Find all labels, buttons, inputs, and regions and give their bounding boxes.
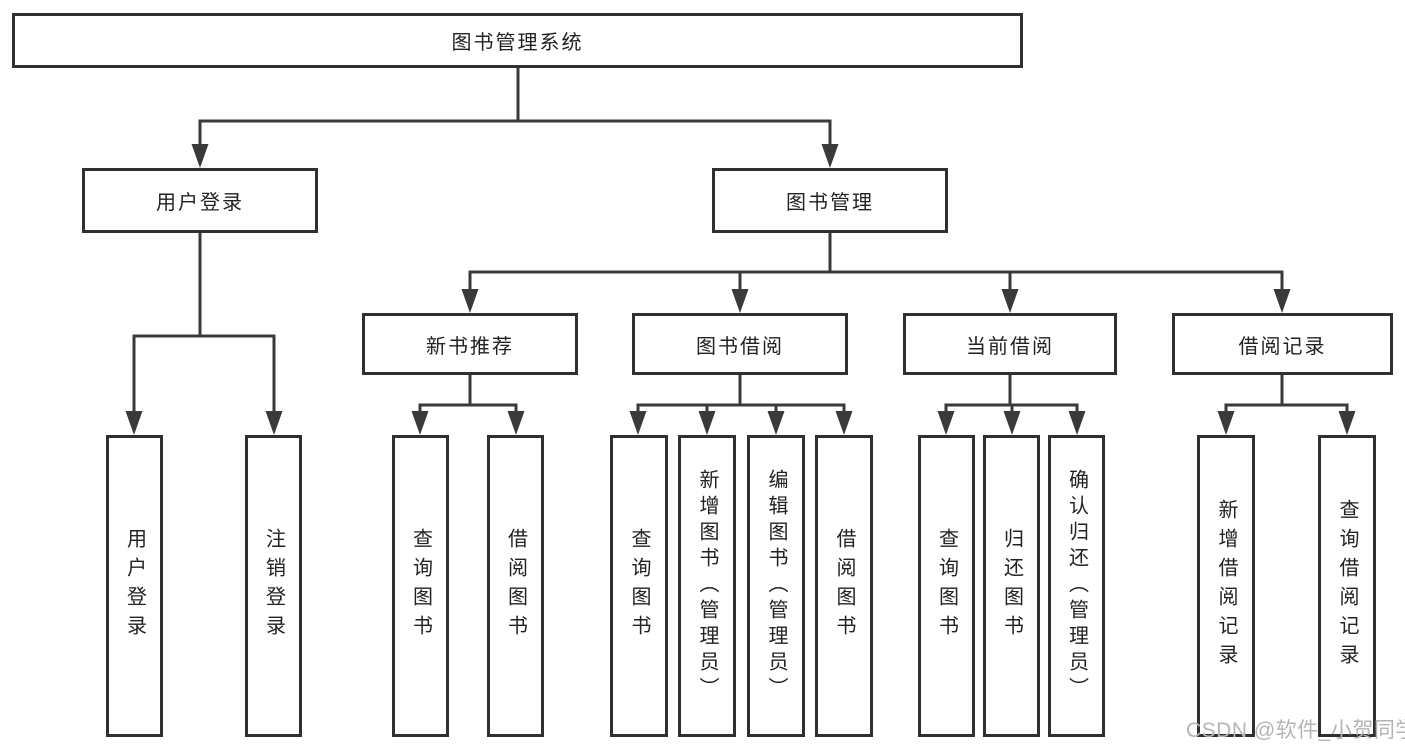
- connector-book-borrow-to-leaves: [629, 373, 853, 435]
- leaf-user-login-label: 用户登录: [123, 528, 146, 644]
- leaf-query-books-borrow: 查询图书: [610, 435, 668, 737]
- leaf-add-books-admin: 新增图书（管理员）: [678, 435, 736, 737]
- watermark: CSDN @软件_小贺同学: [1186, 719, 1405, 742]
- node-user-login-label: 用户登录: [156, 192, 244, 214]
- node-borrow-records: 借阅记录: [1172, 313, 1393, 375]
- leaf-query-borrow-record: 查询借阅记录: [1318, 435, 1376, 737]
- leaf-confirm-return-admin: 确认归还（管理员）: [1048, 435, 1105, 737]
- leaf-query-books-current: 查询图书: [918, 435, 975, 737]
- connector-book-management-to-level3: [461, 231, 1291, 313]
- node-book-management: 图书管理: [712, 168, 948, 233]
- node-user-login: 用户登录: [82, 168, 318, 233]
- leaf-query-books-recommend-label: 查询图书: [409, 528, 432, 644]
- leaf-query-books-recommend: 查询图书: [392, 435, 449, 737]
- connector-borrow-records-to-leaves: [1217, 373, 1356, 435]
- node-library-system: 图书管理系统: [12, 13, 1023, 68]
- node-new-book-recommend: 新书推荐: [362, 313, 578, 375]
- leaf-confirm-return-admin-label: 确认归还（管理员）: [1065, 469, 1088, 703]
- node-library-system-label: 图书管理系统: [451, 32, 584, 54]
- node-new-book-recommend-label: 新书推荐: [426, 335, 514, 358]
- leaf-edit-books-admin-label: 编辑图书（管理员）: [765, 469, 787, 703]
- leaf-query-borrow-record-label: 查询借阅记录: [1336, 499, 1358, 673]
- leaf-add-borrow-record-label: 新增借阅记录: [1215, 499, 1237, 673]
- node-borrow-records-label: 借阅记录: [1238, 335, 1327, 358]
- connector-user-login-to-leaves: [125, 231, 283, 435]
- leaf-borrow-books-recommend: 借阅图书: [487, 435, 544, 737]
- node-book-management-label: 图书管理: [786, 192, 874, 214]
- node-current-borrow: 当前借阅: [903, 313, 1117, 375]
- node-book-borrow: 图书借阅: [632, 313, 848, 375]
- leaf-logout: 注销登录: [245, 435, 302, 737]
- leaf-add-books-admin-label: 新增图书（管理员）: [696, 469, 718, 703]
- leaf-return-books: 归还图书: [983, 435, 1040, 737]
- leaf-return-books-label: 归还图书: [1000, 528, 1023, 644]
- leaf-borrow-books: 借阅图书: [815, 435, 873, 737]
- connector-current-borrow-to-leaves: [937, 373, 1086, 435]
- leaf-query-books-borrow-label: 查询图书: [628, 528, 650, 644]
- leaf-edit-books-admin: 编辑图书（管理员）: [747, 435, 805, 737]
- leaf-borrow-books-label: 借阅图书: [833, 528, 855, 644]
- leaf-logout-label: 注销登录: [262, 528, 285, 644]
- node-current-borrow-label: 当前借阅: [966, 335, 1054, 358]
- leaf-query-books-current-label: 查询图书: [935, 528, 958, 644]
- leaf-user-login: 用户登录: [106, 435, 163, 737]
- leaf-borrow-books-recommend-label: 借阅图书: [504, 528, 527, 644]
- connector-root-to-level2: [191, 66, 839, 168]
- connector-new-book-recommend-to-leaves: [411, 373, 525, 435]
- node-book-borrow-label: 图书借阅: [696, 335, 784, 358]
- leaf-add-borrow-record: 新增借阅记录: [1197, 435, 1255, 737]
